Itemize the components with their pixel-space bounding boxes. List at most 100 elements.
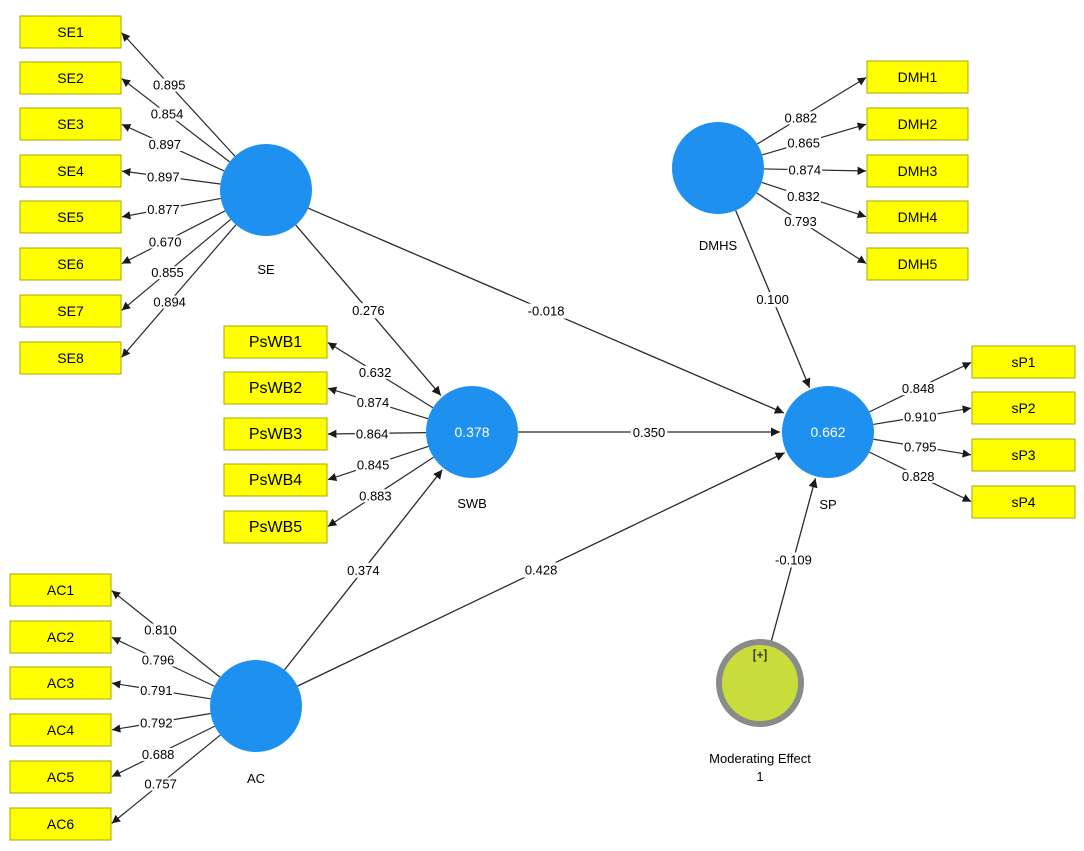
loading-value: 0.688 [142, 747, 175, 762]
indicator-box [866, 60, 969, 94]
latent-circle [426, 386, 518, 478]
indicator-ac5[interactable]: AC5 [9, 760, 112, 794]
path-coefficient: -0.109 [775, 552, 812, 567]
indicator-label: SE2 [57, 70, 84, 86]
indicator-box [19, 15, 122, 49]
indicator-label: AC6 [47, 816, 74, 832]
loading-value: 0.883 [359, 488, 392, 503]
indicator-dmh2[interactable]: DMH2 [866, 107, 969, 141]
latent-ac[interactable]: AC [210, 660, 302, 786]
latent-dmhs[interactable]: DMHS [672, 122, 764, 253]
indicator-label: AC5 [47, 769, 74, 785]
indicator-se1[interactable]: SE1 [19, 15, 122, 49]
loading-background [900, 382, 936, 396]
loading-value: 0.828 [902, 469, 935, 484]
loading-value: 0.792 [140, 715, 173, 730]
indicator-ac1[interactable]: AC1 [9, 573, 112, 607]
indicator-box [9, 807, 112, 841]
indicator-box [971, 485, 1076, 519]
indicator-label: PsWB2 [249, 380, 302, 397]
indicator-dmh4[interactable]: DMH4 [866, 200, 969, 234]
latent-se[interactable]: SE [220, 144, 312, 277]
indicator-box [9, 573, 112, 607]
indicator-box [223, 510, 328, 544]
latent-name: DMHS [699, 238, 738, 253]
indicator-dmh5[interactable]: DMH5 [866, 247, 969, 281]
indicator-pswb2[interactable]: PsWB2 [223, 371, 328, 405]
indicator-se6[interactable]: SE6 [19, 247, 122, 281]
indicator-label: sP4 [1011, 494, 1035, 510]
path-coefficient: 0.100 [756, 292, 789, 307]
indicator-sp1[interactable]: sP1 [971, 345, 1076, 379]
loading-value: 0.855 [151, 265, 184, 280]
indicator-se4[interactable]: SE4 [19, 154, 122, 188]
indicator-se2[interactable]: SE2 [19, 61, 122, 95]
indicator-ac6[interactable]: AC6 [9, 807, 112, 841]
loading-value: 0.845 [357, 458, 390, 473]
latent-name: AC [247, 771, 265, 786]
indicator-box [223, 325, 328, 359]
indicator-ac4[interactable]: AC4 [9, 713, 112, 747]
coefficient-background [345, 562, 382, 578]
indicator-box [9, 713, 112, 747]
indicator-box [223, 463, 328, 497]
indicator-dmh1[interactable]: DMH1 [866, 60, 969, 94]
coefficient-background [754, 292, 791, 308]
indicator-box [9, 666, 112, 700]
indicator-pswb1[interactable]: PsWB1 [223, 325, 328, 359]
indicator-ac3[interactable]: AC3 [9, 666, 112, 700]
loading-background [902, 440, 938, 454]
indicator-label: sP2 [1011, 400, 1035, 416]
loading-background [150, 266, 185, 280]
latent-circle [220, 144, 312, 236]
loading-background [152, 295, 187, 309]
coefficient-background [522, 562, 560, 578]
loading-background [902, 410, 938, 424]
loading-background [787, 163, 823, 177]
loading-background [140, 653, 176, 667]
indicator-box [19, 61, 122, 95]
indicator-box [19, 294, 122, 328]
moderator-circle [716, 639, 804, 727]
indicator-se5[interactable]: SE5 [19, 200, 122, 234]
moderator-symbol: [+] [753, 647, 768, 662]
indicator-pswb4[interactable]: PsWB4 [223, 463, 328, 497]
indicator-pswb5[interactable]: PsWB5 [223, 510, 328, 544]
indicator-se8[interactable]: SE8 [19, 341, 122, 375]
indicator-pswb3[interactable]: PsWB3 [223, 417, 328, 451]
indicator-box [971, 391, 1076, 425]
indicator-label: SE1 [57, 24, 84, 40]
indicator-box [19, 200, 122, 234]
indicator-box [19, 247, 122, 281]
indicator-box [866, 107, 969, 141]
indicator-se7[interactable]: SE7 [19, 294, 122, 328]
loading-value: 0.894 [153, 295, 186, 310]
loading-value: 0.848 [902, 381, 935, 396]
loading-background [139, 684, 174, 698]
loading-background [783, 111, 819, 125]
indicator-sp2[interactable]: sP2 [971, 391, 1076, 425]
indicator-label: DMH5 [898, 256, 938, 272]
indicator-label: AC4 [47, 722, 74, 738]
indicator-label: SE3 [57, 116, 84, 132]
indicator-label: PsWB1 [249, 334, 302, 351]
indicator-sp3[interactable]: sP3 [971, 438, 1076, 472]
indicator-se3[interactable]: SE3 [19, 107, 122, 141]
indicator-sp4[interactable]: sP4 [971, 485, 1076, 519]
indicator-label: SE4 [57, 163, 84, 179]
loading-background [149, 107, 185, 121]
r-squared-value: 0.378 [454, 424, 489, 440]
indicator-ac2[interactable]: AC2 [9, 620, 112, 654]
indicator-box [971, 345, 1076, 379]
loading-value: 0.864 [356, 426, 389, 441]
loading-background [786, 136, 821, 150]
loading-value: 0.897 [149, 137, 182, 152]
indicator-dmh3[interactable]: DMH3 [866, 154, 969, 188]
path-coefficient: 0.276 [352, 303, 385, 318]
indicator-label: SE5 [57, 209, 84, 225]
